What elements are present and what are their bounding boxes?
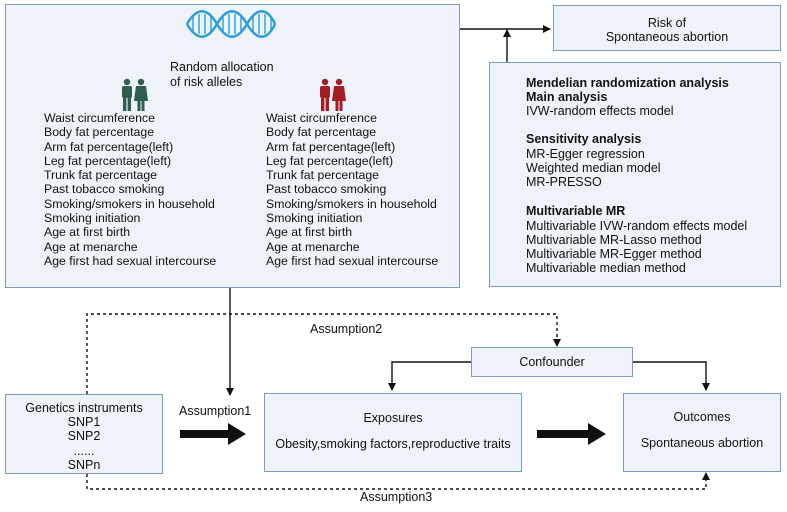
exposures-title: Exposures: [363, 411, 423, 425]
list-item: Age at menarche: [266, 239, 360, 254]
confounder-exposures-arrow: [388, 361, 472, 391]
multivariable-title: Multivariable MR: [526, 204, 626, 218]
allocation-label: Random allocation of risk alleles: [170, 60, 274, 89]
mr-title: Mendelian randomization analysis: [526, 76, 729, 90]
genetics-title: Genetics instruments: [25, 401, 143, 415]
list-item: Trunk fat percentage: [44, 168, 158, 183]
thick-arrow-genetics-exposures: [180, 423, 246, 445]
confounder-outcomes-arrow: [632, 361, 710, 391]
snp-item: SNP2: [67, 429, 101, 444]
risk-line2: Spontaneous abortion: [605, 30, 729, 45]
multivariable-item: Multivariable median method: [526, 261, 686, 275]
thick-arrow-exposures-outcomes: [537, 423, 606, 445]
multivariable-item: Multivariable MR-Egger method: [526, 247, 702, 261]
outcomes-box: Outcomes Spontaneous abortion: [623, 393, 781, 472]
genetics-instruments-box: Genetics instruments SNP1 SNP2 ...... SN…: [5, 394, 163, 474]
list-item: Smoking/smokers in household: [266, 196, 437, 211]
methods-panel: Mendelian randomization analysis Main an…: [489, 62, 781, 287]
exposures-box: Exposures Obesity,smoking factors,reprod…: [264, 393, 522, 472]
sensitivity-item: Weighted median model: [526, 161, 661, 175]
list-item: Age at first birth: [266, 225, 353, 240]
list-item: Arm fat percentage(left): [266, 139, 396, 154]
sensitivity-item: MR-PRESSO: [526, 175, 602, 189]
multivariable-item: Multivariable MR-Lasso method: [526, 233, 702, 247]
exposure-list-right: Waist circumference Body fat percentage …: [266, 111, 438, 268]
list-item: Arm fat percentage(left): [44, 139, 174, 154]
assumption3-dashed: [86, 472, 710, 490]
exposure-traits-panel: Random allocation of risk alleles Waist …: [5, 4, 460, 288]
dna-icon: [185, 10, 277, 38]
list-item: Body fat percentage: [266, 125, 377, 140]
list-item: Age first had sexual intercourse: [266, 253, 439, 268]
risk-box: Risk of Spontaneous abortion: [553, 5, 781, 51]
risk-line1: Risk of: [647, 16, 687, 30]
list-item: Smoking initiation: [44, 211, 141, 226]
exposure-list-left: Waist circumference Body fat percentage …: [44, 111, 216, 268]
list-item: Waist circumference: [266, 111, 377, 125]
main-analysis-item: IVW-random effects model: [526, 104, 674, 118]
snp-item: SNPn: [67, 457, 101, 472]
list-item: Trunk fat percentage: [266, 168, 380, 183]
assumption3-label: Assumption3: [360, 490, 433, 504]
list-item: Waist circumference: [44, 111, 155, 125]
list-item: Age at menarche: [44, 239, 138, 254]
assumption2-label: Assumption2: [310, 322, 383, 336]
main-analysis-title: Main analysis: [526, 90, 608, 104]
outcomes-title: Outcomes: [673, 410, 731, 424]
sensitivity-item: MR-Egger regression: [526, 147, 645, 161]
exposures-text: Obesity,smoking factors,reproductive tra…: [275, 437, 511, 452]
list-item: Age at first birth: [44, 225, 131, 240]
list-item: Leg fat percentage(left): [44, 153, 172, 168]
people-green-icon: [122, 78, 148, 111]
snp-item: ......: [73, 443, 95, 458]
people-red-icon: [320, 78, 346, 111]
assumption1-label: Assumption1: [179, 404, 252, 418]
list-item: Leg fat percentage(left): [266, 153, 394, 168]
list-item: Smoking/smokers in household: [44, 196, 215, 211]
list-item: Body fat percentage: [44, 125, 155, 140]
list-item: Age first had sexual intercourse: [44, 253, 217, 268]
list-item: Smoking initiation: [266, 211, 363, 226]
confounder-label: Confounder: [519, 355, 585, 369]
list-item: Past tobacco smoking: [266, 182, 387, 197]
list-item: Past tobacco smoking: [44, 182, 165, 197]
outcomes-text: Spontaneous abortion: [640, 436, 764, 451]
sensitivity-title: Sensitivity analysis: [526, 132, 642, 146]
assumption2-dashed: [86, 313, 561, 394]
confounder-box: Confounder: [471, 347, 633, 377]
snp-item: SNP1: [67, 415, 101, 430]
multivariable-item: Multivariable IVW-random effects model: [526, 219, 748, 233]
